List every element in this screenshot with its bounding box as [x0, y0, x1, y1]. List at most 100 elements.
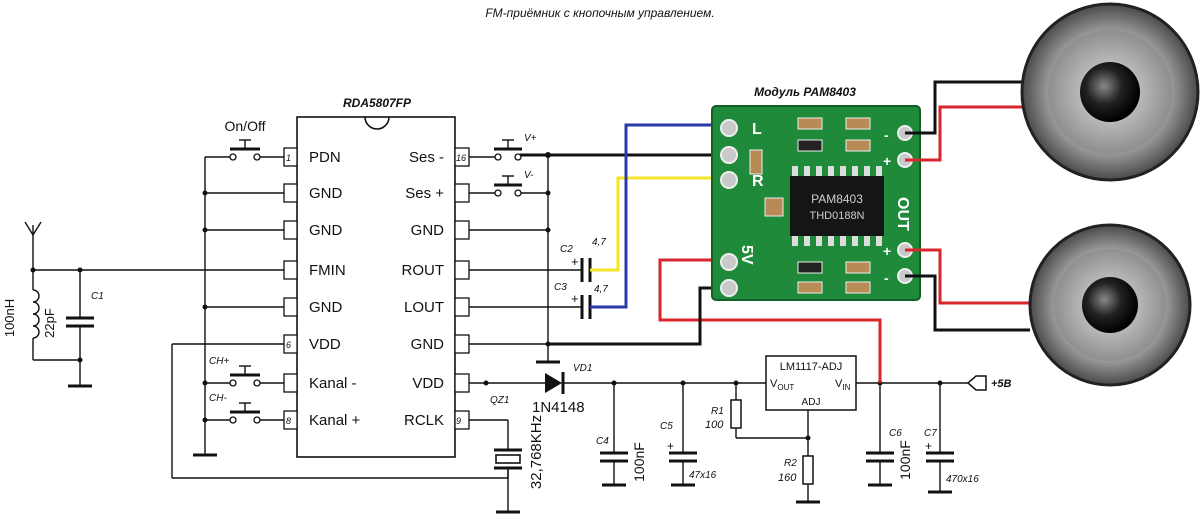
chip-pin-number: 8 [286, 416, 291, 426]
c5-ref: C5 [660, 421, 673, 432]
out2-minus: - [884, 270, 889, 286]
chip-pin-right [454, 334, 470, 354]
chip-pin-number: 6 [286, 340, 291, 350]
c5-value: 47x16 [689, 470, 717, 481]
chip-pin-number: 1 [286, 153, 291, 163]
r2-value: 160 [778, 472, 797, 484]
regulator-name: LM1117-ADJ [780, 361, 843, 373]
chip-pin-label: RCLK [404, 412, 444, 429]
speaker-top [1020, 2, 1200, 182]
chminus-label: CH- [209, 393, 227, 404]
svg-text:+: + [571, 254, 579, 269]
chplus-button: CH+ [209, 356, 261, 387]
chip-pin-label: VDD [309, 336, 341, 353]
regulator-vout: VOUT [770, 378, 794, 392]
chip-name: RDA5807FP [343, 96, 412, 110]
out1-minus: - [884, 127, 889, 143]
vplus-button: V+ [494, 133, 537, 161]
chip-pin-label: GND [411, 222, 445, 239]
diode-part: 1N4148 [532, 399, 585, 416]
diagram-title: FM-приёмник с кнопочным управлением. [485, 6, 714, 20]
chip-pin-label: GND [309, 299, 343, 316]
chip-pin-label: Ses + [405, 185, 444, 202]
chplus-label: CH+ [209, 356, 229, 367]
chip-pin-label: LOUT [404, 299, 444, 316]
chip-pin-label: VDD [412, 375, 444, 392]
svg-text:+: + [925, 439, 932, 453]
lm1117-regulator: LM1117-ADJ VOUT VIN ADJ [765, 355, 968, 411]
svg-text:+: + [667, 439, 674, 453]
c1-ref: C1 [91, 291, 104, 302]
regulator-adj: ADJ [802, 397, 821, 408]
chip-pin-left [283, 183, 298, 203]
resistor-divider: R1 100 R2 160 [705, 383, 820, 504]
chip-pin-label: GND [309, 185, 343, 202]
chip-pin-label: FMIN [309, 262, 346, 279]
pad-l-label: L [752, 121, 762, 138]
left-ground-bus [193, 156, 284, 457]
chip-pin-left [283, 373, 298, 393]
onoff-button: On/Off [225, 118, 266, 161]
module-title: Модуль PAM8403 [754, 85, 856, 99]
c4-ref: C4 [596, 436, 609, 447]
c6-capacitor: C6 100nF [866, 383, 913, 487]
pad-r-label: R [752, 173, 764, 190]
c1-value: 22pF [42, 308, 57, 338]
c6-ref: C6 [889, 428, 902, 439]
c7-capacitor: + C7 470x16 [924, 383, 979, 494]
speaker-bottom [1028, 223, 1192, 387]
chip-pin-right [454, 220, 470, 240]
vdd-loop-wire [171, 343, 509, 479]
chip-pin-label: GND [411, 336, 445, 353]
chip-pin-right [454, 297, 470, 317]
chip-pin-right [454, 373, 470, 393]
chip-pin-right [454, 183, 470, 203]
c7-value: 470x16 [946, 474, 979, 485]
c3-value: 4,7 [594, 284, 608, 295]
c6-value: 100nF [897, 440, 913, 480]
audio-wires [590, 123, 722, 309]
vplus-label: V+ [524, 133, 537, 144]
chip-notch [364, 116, 390, 130]
c2-ref: C2 [560, 244, 573, 255]
power-input: +5В [966, 375, 1012, 391]
chip-pin-label: ROUT [402, 262, 445, 279]
chip-pin-left [283, 297, 298, 317]
inductor-value: 100nH [2, 299, 17, 337]
c3-ref: C3 [554, 282, 567, 293]
c4-capacitor: C4 100nF [596, 383, 647, 487]
chip-pin-right [454, 260, 470, 280]
chip-pin-label: Ses - [409, 149, 444, 166]
out2-plus: + [883, 243, 891, 259]
vminus-label: V- [524, 170, 534, 181]
crystal-ref: QZ1 [490, 395, 509, 406]
chip-pin-label: GND [309, 222, 343, 239]
c4-value: 100nF [631, 442, 647, 482]
regulator-vin: VIN [835, 378, 851, 392]
c5-capacitor: + C5 47x16 [660, 383, 717, 487]
antenna-input: 100nH 22pF C1 [2, 221, 284, 388]
chip-pin-left [283, 220, 298, 240]
speaker-wires [905, 80, 1030, 332]
r1-ref: R1 [711, 406, 724, 417]
c2-value: 4,7 [592, 237, 606, 248]
c7-ref: C7 [924, 428, 937, 439]
svg-text:+: + [571, 291, 579, 306]
chip-body [296, 116, 456, 458]
chip-pin-label: Kanal + [309, 412, 361, 429]
ic-line1: PAM8403 [811, 192, 863, 206]
chip-pin-label: PDN [309, 149, 341, 166]
pam8403-ic: PAM8403 THD0188N [790, 166, 884, 246]
onoff-label: On/Off [225, 118, 266, 134]
vdd-rail: VD1 1N4148 [469, 363, 768, 416]
chip-pin-number: 16 [456, 153, 466, 163]
pad-5v-label: 5V [738, 245, 755, 265]
crystal: QZ1 32,768KHz [469, 395, 545, 514]
chip-pin-label: Kanal - [309, 375, 357, 392]
pad-out-label: OUT [894, 197, 911, 231]
chip-pin-number: 9 [456, 416, 461, 426]
out1-plus: + [883, 153, 891, 169]
chminus-button: CH- [209, 393, 261, 424]
